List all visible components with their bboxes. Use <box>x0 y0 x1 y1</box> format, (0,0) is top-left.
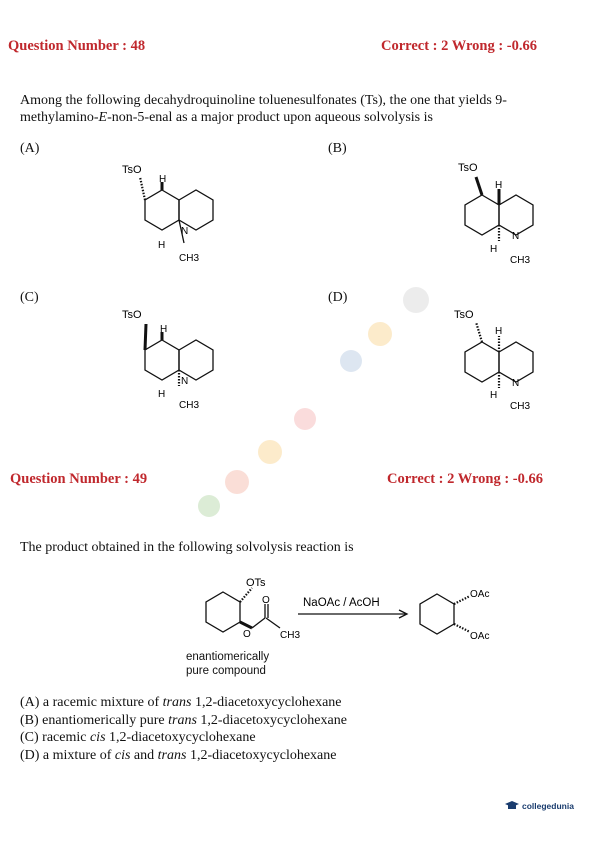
ch3-label: CH3 <box>280 630 300 641</box>
ch3-label: CH3 <box>510 401 530 412</box>
o-ester-label: O <box>243 629 251 640</box>
oac-bottom-label: OAc <box>470 631 489 642</box>
q49-answer-a: (A) a racemic mixture of trans 1,2-diace… <box>20 695 342 710</box>
q49-question-text: The product obtained in the following so… <box>20 540 354 555</box>
h-label: H <box>158 240 165 251</box>
ch3-label: CH3 <box>510 255 530 266</box>
ch3-label: CH3 <box>179 253 199 264</box>
q48-number-label: Question Number : 48 <box>8 38 146 54</box>
tso-label: TsO <box>458 162 478 174</box>
q49-stereo-note: enantiomerically pure compound <box>186 650 269 678</box>
ots-label: OTs <box>246 577 266 589</box>
h-label: H <box>490 244 497 255</box>
o-carbonyl-label: O <box>262 595 270 606</box>
n-label: N <box>181 376 188 387</box>
q49-number-label: Question Number : 49 <box>10 471 148 487</box>
h-label: H <box>495 180 502 191</box>
q49-answer-b: (B) enantiomerically pure trans 1,2-diac… <box>20 712 347 728</box>
oac-top-label: OAc <box>470 589 489 600</box>
q49-reaction-scheme: OTs O O CH3 NaOAc / AcOH OAc OAc <box>205 577 489 642</box>
h-label: H <box>158 389 165 400</box>
n-label: N <box>512 378 519 389</box>
q48-option-c-label: (C) <box>20 290 39 305</box>
tso-label: TsO <box>454 309 474 321</box>
graduation-cap-icon <box>505 801 519 809</box>
h-label: H <box>490 390 497 401</box>
n-label: N <box>512 231 519 242</box>
q48-option-a-label: (A) <box>20 141 40 156</box>
q49-score-label: Correct : 2 Wrong : -0.66 <box>387 471 543 487</box>
q48-question-text: Among the following decahydroquinoline t… <box>20 92 590 126</box>
h-label: H <box>495 326 502 337</box>
q48-structure-d: TsO H N H CH3 <box>454 309 534 412</box>
tso-label: TsO <box>122 164 142 176</box>
brand-logo: collegedunia <box>505 800 574 812</box>
q48-structure-a: TsO H N H CH3 <box>122 164 214 264</box>
note-line1: enantiomerically <box>186 651 270 663</box>
q48-score-label: Correct : 2 Wrong : -0.66 <box>381 38 537 54</box>
h-label: H <box>159 174 166 185</box>
ch3-label: CH3 <box>179 400 199 411</box>
q48-structure-c: TsO H N H CH3 <box>122 309 214 411</box>
note-line2: pure compound <box>186 665 266 677</box>
reagent-label: NaOAc / AcOH <box>303 597 380 609</box>
q49-answer-c: (C) racemic cis 1,2-diacetoxycyclohexane <box>20 730 256 745</box>
tso-label: TsO <box>122 309 142 321</box>
q48-option-b-label: (B) <box>328 141 347 156</box>
q48-structure-b: TsO H N H CH3 <box>458 162 534 266</box>
h-label: H <box>160 324 167 335</box>
q49-answer-list: (A) a racemic mixture of trans 1,2-diace… <box>20 694 347 764</box>
n-label: N <box>181 226 188 237</box>
brand-name: collegedunia <box>522 801 574 811</box>
q49-answer-d: (D) a mixture of cis and trans 1,2-diace… <box>20 747 337 763</box>
q48-text-line2: methylamino-E-non-5-enal as a major prod… <box>20 110 433 125</box>
q48-option-d-label: (D) <box>328 290 348 305</box>
q48-text-line1: Among the following decahydroquinoline t… <box>20 93 507 108</box>
